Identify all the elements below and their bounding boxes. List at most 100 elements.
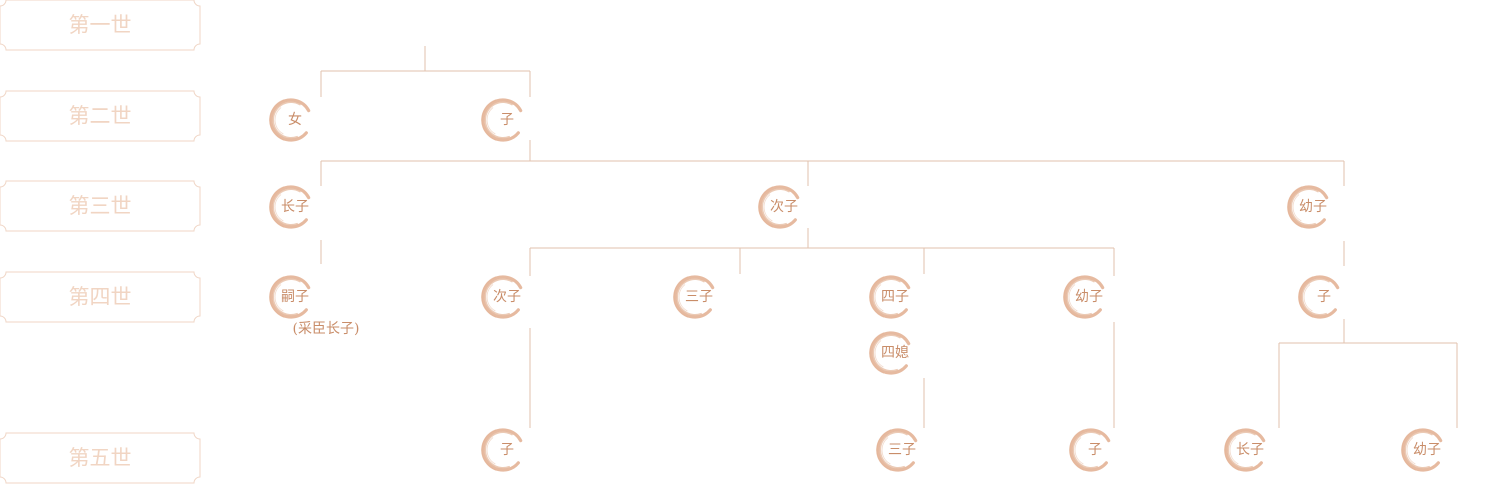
brush-ring-stroke <box>481 99 497 141</box>
heir-note: (采臣长子) <box>293 321 360 337</box>
person-node-g2-daughter[interactable]: 女 <box>269 98 311 142</box>
generation-label-5: 第五世 <box>69 446 132 470</box>
brush-ring-stroke <box>1401 429 1417 471</box>
brush-ring-stroke <box>1298 275 1340 319</box>
person-node-g5-son-a[interactable]: 子 <box>481 428 523 472</box>
brush-ring-icon <box>481 98 523 142</box>
generation-column: 第一世 第二世 第三世 第四世 第五世 <box>0 0 201 484</box>
brush-ring-stroke <box>673 276 689 318</box>
person-name: 子 <box>1317 289 1331 305</box>
generation-box-2: 第二世 <box>0 90 201 142</box>
brush-ring-stroke <box>486 437 496 465</box>
brush-ring-stroke <box>1072 431 1101 469</box>
brush-ring-stroke <box>1068 284 1078 312</box>
person-name: 幼子 <box>1299 199 1327 215</box>
person-node-g4-heir[interactable]: 嗣子 <box>269 275 311 319</box>
brush-ring-stroke <box>678 284 688 312</box>
brush-ring-stroke <box>1227 431 1256 469</box>
generation-box-4: 第四世 <box>0 271 201 323</box>
person-node-g5-youngest[interactable]: 幼子 <box>1401 428 1443 472</box>
person-node-g5-third[interactable]: 三子 <box>876 428 918 472</box>
brush-ring-stroke <box>1301 278 1330 316</box>
brush-ring-stroke <box>872 278 901 316</box>
person-name: 长子 <box>281 199 309 215</box>
person-name: 三子 <box>685 289 713 305</box>
generation-frame <box>0 180 201 232</box>
person-node-g5-son-b[interactable]: 子 <box>1069 428 1111 472</box>
brush-ring-stroke <box>673 275 715 319</box>
person-node-g2-son[interactable]: 子 <box>481 98 523 142</box>
brush-ring-icon <box>481 275 523 319</box>
generation-label-1: 第一世 <box>69 13 132 37</box>
brush-ring-icon <box>269 98 311 142</box>
brush-ring-stroke <box>869 331 911 375</box>
brush-ring-stroke <box>1292 194 1302 222</box>
person-node-g3-youngest[interactable]: 幼子 <box>1287 185 1329 229</box>
brush-ring-stroke <box>269 186 285 228</box>
brush-ring-icon <box>1224 428 1266 472</box>
brush-ring-stroke <box>758 186 774 228</box>
person-node-g4-fourth[interactable]: 四子 <box>869 275 911 319</box>
person-name: 次子 <box>493 289 521 305</box>
brush-ring-icon <box>1063 275 1105 319</box>
brush-ring-icon <box>869 331 911 375</box>
brush-ring-stroke <box>869 276 885 318</box>
brush-ring-icon <box>673 275 715 319</box>
brush-ring-stroke <box>1074 437 1084 465</box>
generation-frame <box>0 432 201 484</box>
person-node-g3-second[interactable]: 次子 <box>758 185 800 229</box>
person-name: 幼子 <box>1413 442 1441 458</box>
brush-ring-icon <box>869 275 911 319</box>
brush-ring-stroke <box>1229 437 1239 465</box>
brush-ring-stroke <box>1287 185 1329 229</box>
person-name: 子 <box>1088 442 1102 458</box>
brush-ring-stroke <box>1069 429 1085 471</box>
brush-ring-stroke <box>1063 275 1105 319</box>
generation-label-2: 第二世 <box>69 104 132 128</box>
person-node-g4-third[interactable]: 三子 <box>673 275 715 319</box>
brush-ring-stroke <box>881 437 891 465</box>
brush-ring-stroke <box>269 99 285 141</box>
person-node-g4-youngest[interactable]: 幼子 <box>1063 275 1105 319</box>
person-node-g4-fourth-wife[interactable]: 四媳 <box>869 331 911 375</box>
generation-box-3: 第三世 <box>0 180 201 232</box>
brush-ring-stroke <box>1401 428 1443 472</box>
generation-frame <box>0 90 201 142</box>
brush-ring-stroke <box>1404 431 1433 469</box>
brush-ring-stroke <box>486 284 496 312</box>
brush-ring-stroke <box>876 428 918 472</box>
brush-ring-stroke <box>272 278 301 316</box>
brush-ring-stroke <box>269 276 285 318</box>
brush-ring-icon <box>1287 185 1329 229</box>
generation-box-1: 第一世 <box>0 0 201 51</box>
brush-ring-stroke <box>484 278 513 316</box>
person-name: 子 <box>500 442 514 458</box>
brush-ring-stroke <box>879 431 908 469</box>
person-node-g5-eldest[interactable]: 长子 <box>1224 428 1266 472</box>
person-node-g4-son[interactable]: 子 <box>1298 275 1340 319</box>
brush-ring-stroke <box>1298 276 1314 318</box>
brush-ring-stroke <box>1406 437 1416 465</box>
brush-ring-stroke <box>869 275 911 319</box>
brush-ring-icon <box>481 428 523 472</box>
brush-ring-stroke <box>1066 278 1095 316</box>
brush-ring-stroke <box>874 340 884 368</box>
generation-box-5: 第五世 <box>0 432 201 484</box>
brush-ring-stroke <box>1224 428 1266 472</box>
person-node-g4-second[interactable]: 次子 <box>481 275 523 319</box>
brush-ring-stroke <box>486 107 496 135</box>
generation-frame <box>0 0 201 51</box>
person-name: 次子 <box>770 199 798 215</box>
brush-ring-icon <box>1298 275 1340 319</box>
person-name: 四子 <box>881 289 909 305</box>
brush-ring-icon <box>876 428 918 472</box>
brush-ring-stroke <box>876 429 892 471</box>
brush-ring-stroke <box>481 275 523 319</box>
person-node-g3-eldest[interactable]: 长子 <box>269 185 311 229</box>
generation-frame <box>0 271 201 323</box>
brush-ring-stroke <box>763 194 773 222</box>
brush-ring-stroke <box>269 98 311 142</box>
brush-ring-icon <box>758 185 800 229</box>
brush-ring-stroke <box>484 431 513 469</box>
